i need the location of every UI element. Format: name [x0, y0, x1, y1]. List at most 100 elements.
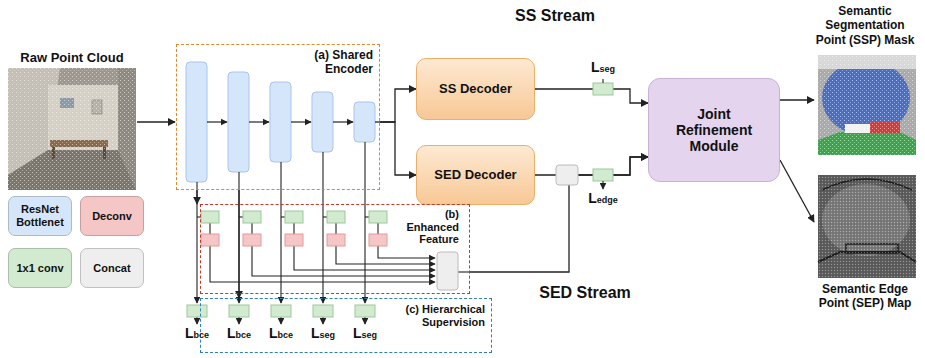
deconv-box [369, 234, 387, 246]
connector-arrow [535, 157, 648, 175]
legend-swatch: Concat [80, 248, 144, 288]
legend-swatch: 1x1 conv [8, 248, 72, 288]
node-label: (b) Enhanced Feature [397, 208, 459, 246]
concat-output [458, 271, 470, 272]
branch-line [251, 223, 252, 234]
legend-swatch: ResNet Bottlenet [8, 196, 72, 236]
loss-arrow [238, 317, 239, 324]
feature-line [252, 246, 435, 276]
refinement-box: Joint Refinement Module [648, 78, 780, 182]
supervision-group: (c) Hierarchical Supervision [200, 298, 492, 353]
deconv-box [327, 234, 345, 246]
node-label: (c) Hierarchical Supervision [397, 303, 485, 328]
loss-label: Lseg [583, 60, 623, 75]
loss-label: Lbce [177, 326, 217, 341]
stream-ops [556, 79, 814, 222]
stream-title: SS Stream [490, 6, 620, 25]
conv-box [327, 211, 345, 223]
loss-label: Lseg [345, 326, 385, 341]
image-ground [8, 68, 136, 190]
loss-label: Lbce [261, 326, 301, 341]
block-arrow [249, 121, 269, 122]
deconv-box [285, 234, 303, 246]
input-arrow [137, 121, 175, 122]
conv-box [285, 211, 303, 223]
loss-arrow [602, 181, 603, 189]
bottleneck-block [354, 102, 375, 142]
legend-label: ResNet Bottlenet [9, 203, 71, 228]
legend-label: 1x1 conv [14, 262, 65, 275]
feature-line [294, 246, 435, 270]
branch-line [239, 216, 243, 217]
legend-label: Deconv [90, 210, 134, 223]
trunk-line [364, 142, 365, 303]
stream-title: SED Stream [520, 283, 650, 302]
trunk-line [196, 182, 197, 303]
decoder-box: SS Decoder [416, 58, 535, 120]
output-title: Semantic Edge Point (SEP) Map [812, 282, 918, 311]
conv-box [593, 83, 613, 95]
image-ground [818, 175, 916, 278]
deconv-box [201, 234, 219, 246]
output-title: Semantic Segmentation Point (SSP) Mask [812, 4, 918, 47]
ssp-mask-image [818, 55, 916, 155]
conv-box [243, 211, 261, 223]
feature-line [336, 246, 435, 264]
node-label: SS Decoder [439, 82, 512, 97]
loss-arrow [322, 317, 323, 324]
conv-box [187, 305, 207, 317]
legend-label: Concat [91, 262, 132, 275]
block-arrow [207, 121, 227, 122]
encoder-group: (a) Shared Encoder [176, 44, 380, 190]
raw-point-cloud-image [8, 68, 136, 190]
connector-arrow [535, 89, 648, 103]
image-ground [818, 55, 916, 155]
point-noise [818, 55, 916, 155]
conv-box [593, 169, 613, 181]
branch-line [293, 223, 294, 234]
bottleneck-block [270, 82, 291, 162]
conv-box [271, 305, 291, 317]
loss-label: Lseg [303, 326, 343, 341]
loss-arrow [196, 317, 197, 324]
decoder-box: SED Decoder [416, 145, 535, 205]
branch-line [377, 223, 378, 234]
conv-box [201, 211, 219, 223]
branch-line [209, 223, 210, 234]
block-arrow [291, 121, 311, 122]
legend-swatch: Deconv [80, 196, 144, 236]
node-label: Joint Refinement Module [666, 106, 762, 154]
trunk-line [238, 172, 239, 303]
loss-label: Lbce [219, 326, 259, 341]
point-noise [818, 175, 916, 278]
node-label: SED Decoder [434, 168, 516, 183]
conv-box [229, 305, 249, 317]
node-label: (a) Shared Encoder [297, 49, 373, 77]
block-arrow [333, 121, 353, 122]
conv-box [313, 305, 333, 317]
input-title: Raw Point Cloud [8, 50, 136, 66]
connector-arrow [380, 122, 416, 175]
bottleneck-block [228, 72, 249, 172]
point-noise [8, 68, 136, 190]
trunk-line [322, 152, 323, 303]
branch-line [335, 223, 336, 234]
bottleneck-block [312, 92, 333, 152]
branch-line [323, 216, 327, 217]
conv-box [369, 211, 387, 223]
branch-line [365, 216, 369, 217]
encoder-blocks [186, 62, 380, 182]
sep-map-image [818, 175, 916, 278]
loss-label: Ledge [583, 191, 623, 206]
loss-arrow [364, 317, 365, 324]
loss-tick [602, 79, 603, 83]
connector-arrow [380, 89, 416, 122]
output-arrow [780, 99, 814, 100]
enhanced-feature-group: (b) Enhanced Feature [200, 204, 470, 294]
output-arrow [780, 160, 814, 222]
conv-box [355, 305, 375, 317]
concat-box [556, 165, 578, 185]
branch-line [281, 216, 285, 217]
bottleneck-block [186, 62, 207, 182]
